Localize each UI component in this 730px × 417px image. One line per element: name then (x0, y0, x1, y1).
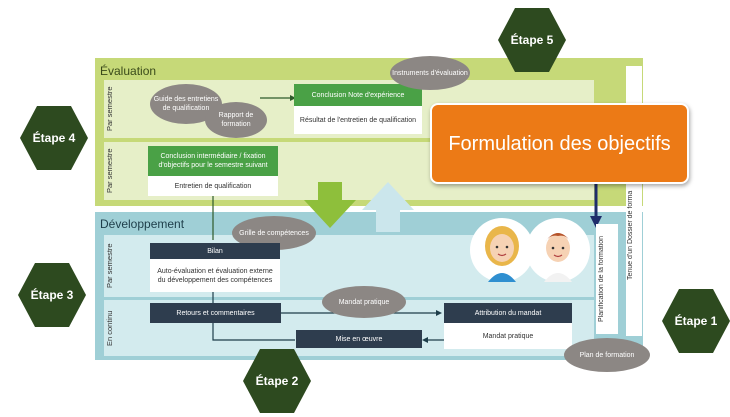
people-illustration (470, 218, 590, 282)
conclusion-header: Conclusion Note d'expérience (294, 84, 422, 106)
bilan-header: Bilan (150, 243, 280, 259)
planification-label: Planification de la formation (598, 236, 605, 322)
down-arrow (304, 182, 356, 228)
bilan-body: Auto-évaluation et évaluation externe du… (150, 259, 280, 292)
conclusion-body: Résultat de l'entretien de qualification (294, 106, 422, 134)
callout-formulation: Formulation des objectifs (430, 103, 689, 184)
intermediaire-body: Entretien de qualification (148, 176, 278, 196)
developpement-title: Développement (100, 217, 185, 231)
bubble-instruments: Instruments d'évaluation (390, 56, 470, 90)
planification-column (596, 224, 618, 334)
mise-en-oeuvre-box: Mise en œuvre (296, 330, 422, 348)
evaluation-title: Évaluation (100, 64, 157, 78)
bubble-mandat: Mandat pratique (322, 286, 406, 318)
bubble-plan: Plan de formation (564, 338, 650, 372)
bubble-rapport: Rapport de formation (205, 102, 267, 138)
up-arrow (362, 182, 414, 232)
attribution-body: Mandat pratique (444, 323, 572, 349)
loop-line (212, 323, 295, 341)
intermediaire-header: Conclusion intermédiaire / fixation d'ob… (148, 146, 278, 176)
retours-box: Retours et commentaires (150, 303, 281, 323)
attribution-header: Attribution du mandat (444, 303, 572, 323)
